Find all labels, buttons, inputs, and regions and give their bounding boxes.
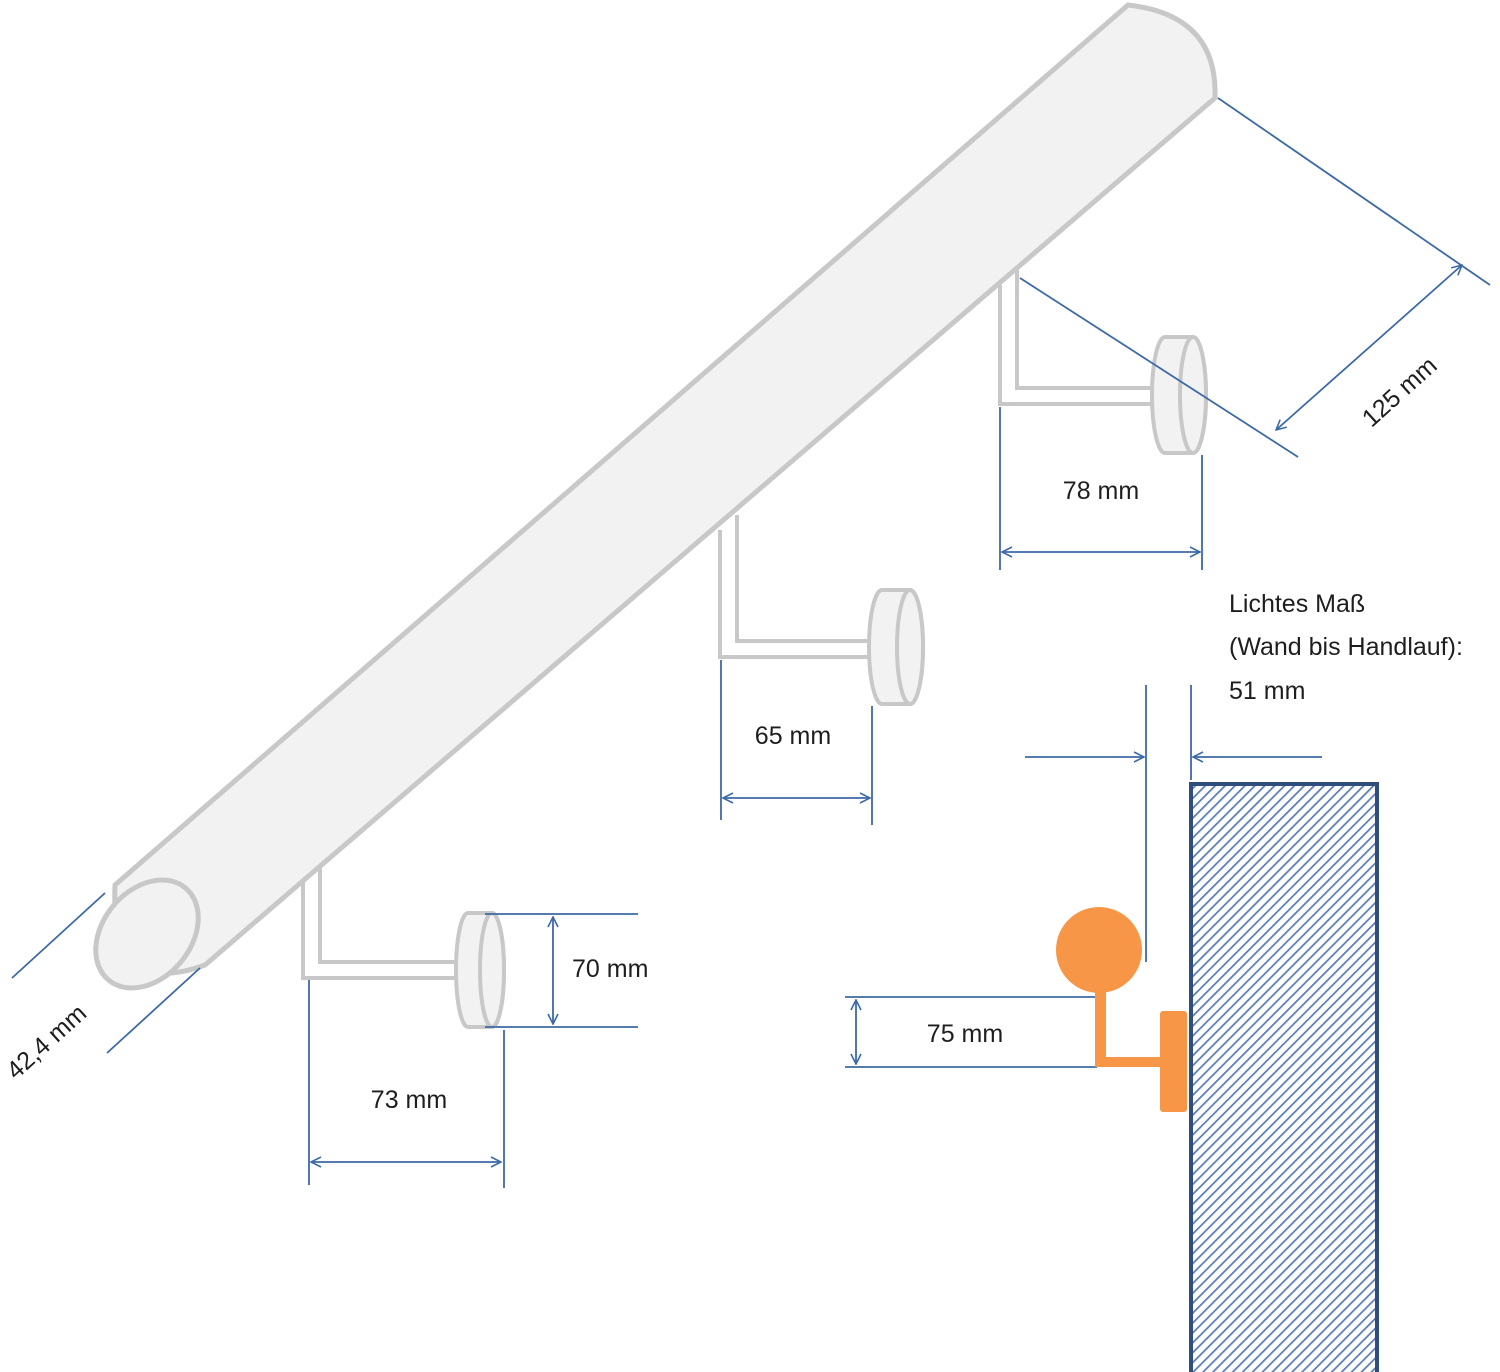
- dimension-lines: [11, 97, 1491, 1188]
- label-plate-height: 70 mm: [572, 955, 648, 983]
- label-clearance-title: Lichtes Maß: [1229, 590, 1365, 618]
- label-bracket-high-width: 78 mm: [1063, 477, 1139, 505]
- label-clearance-subtitle: (Wand bis Handlauf):: [1229, 633, 1463, 661]
- bracket-middle: [718, 515, 925, 706]
- diameter-extension-b: [106, 967, 201, 1054]
- handrail-end-cap: [93, 877, 201, 991]
- handrail-section-circle: [1056, 907, 1142, 993]
- label-wall-offset: 125 mm: [1357, 351, 1443, 432]
- bracket-section-plate: [1160, 1011, 1187, 1112]
- label-bracket-low-width: 73 mm: [371, 1086, 447, 1114]
- label-bracket-mid-width: 65 mm: [755, 722, 831, 750]
- bracket-section-arm: [1095, 990, 1163, 1067]
- bracket-upper: [998, 270, 1208, 455]
- label-diameter: 42,4 mm: [1, 999, 92, 1085]
- label-clearance-value: 51 mm: [1229, 677, 1305, 705]
- dim-125-arrow: [1276, 265, 1462, 430]
- handrail-section-profile: [1056, 907, 1187, 1112]
- handrail-tube: [93, 2, 1218, 991]
- dim-125-extension-top: [1217, 97, 1491, 286]
- bracket-lower: [301, 858, 506, 1029]
- label-section-drop: 75 mm: [927, 1020, 1003, 1048]
- dim-125-extension-bottom: [1019, 277, 1299, 458]
- wall-section: [1189, 782, 1379, 1372]
- diameter-extension-a: [11, 892, 106, 979]
